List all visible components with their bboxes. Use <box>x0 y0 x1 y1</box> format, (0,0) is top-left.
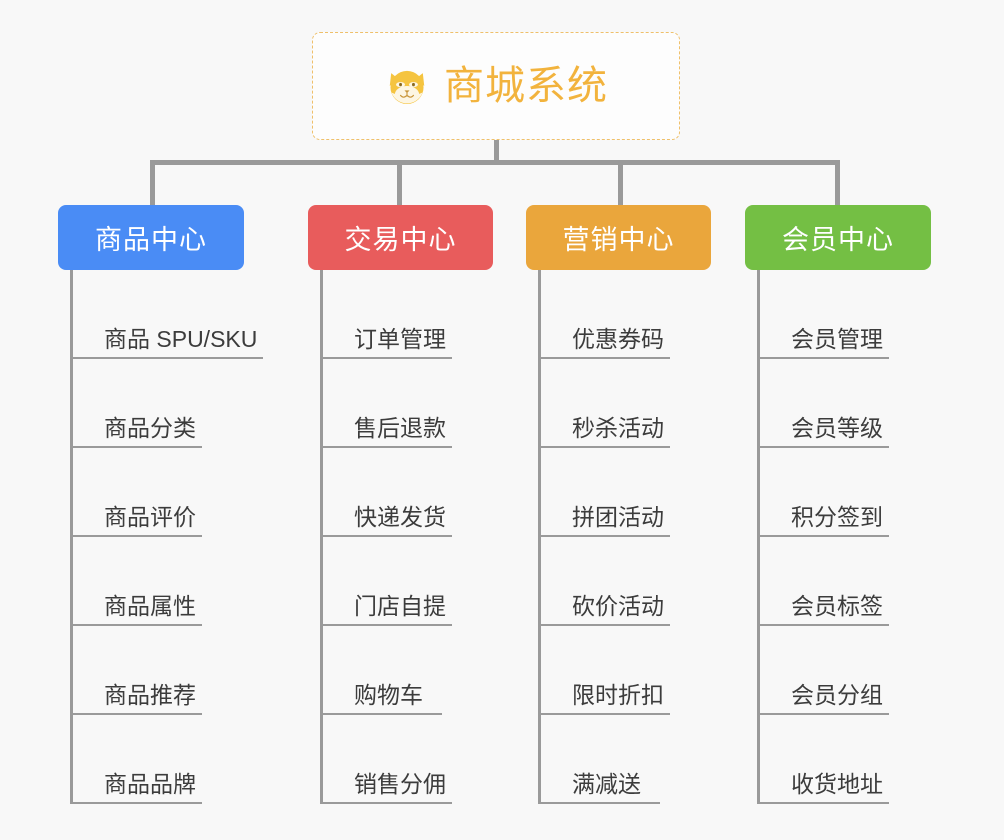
leaf-label: 销售分佣 <box>354 770 446 797</box>
branch-body-2: 订单管理 售后退款 快递发货 门店自提 购物车 销售分佣 <box>308 270 493 804</box>
list-item[interactable]: 收货地址 <box>745 715 931 804</box>
leaf-label: 购物车 <box>354 681 423 708</box>
list-item[interactable]: 商品推荐 <box>58 626 244 715</box>
branch-header-label-1: 商品中心 <box>95 225 207 255</box>
leaf-label: 砍价活动 <box>572 592 664 619</box>
root-title: 商城系统 <box>444 64 608 108</box>
branch-column-1: 商品中心 商品 SPU/SKU 商品分类 商品评价 商品属性 商品推荐 商品品牌 <box>58 205 264 804</box>
leaf-label: 会员等级 <box>791 414 883 441</box>
list-item[interactable]: 订单管理 <box>308 270 493 359</box>
list-item[interactable]: 售后退款 <box>308 359 493 448</box>
leaf-label: 快递发货 <box>354 503 446 530</box>
leaf-label: 满减送 <box>572 770 641 797</box>
branch-header-2[interactable]: 交易中心 <box>308 205 493 270</box>
connector-root-stem <box>494 140 499 164</box>
leaf-label: 优惠券码 <box>572 325 664 352</box>
list-item[interactable]: 秒杀活动 <box>526 359 711 448</box>
branch-body-1: 商品 SPU/SKU 商品分类 商品评价 商品属性 商品推荐 商品品牌 <box>58 270 264 804</box>
leaf-label: 积分签到 <box>791 503 883 530</box>
list-item[interactable]: 满减送 <box>526 715 711 804</box>
list-item[interactable]: 商品评价 <box>58 448 244 537</box>
list-item[interactable]: 限时折扣 <box>526 626 711 715</box>
connector-drop-2 <box>397 160 402 207</box>
branch-column-3: 营销中心 优惠券码 秒杀活动 拼团活动 砍价活动 限时折扣 满减送 <box>526 205 711 804</box>
connector-drop-1 <box>150 160 155 207</box>
leaf-label: 商品评价 <box>104 503 196 530</box>
list-item[interactable]: 积分签到 <box>745 448 931 537</box>
leaf-label: 会员标签 <box>791 592 883 619</box>
shiba-dog-face-icon <box>384 63 430 109</box>
list-item[interactable]: 商品分类 <box>58 359 244 448</box>
branch-spine-4 <box>757 270 760 804</box>
list-item[interactable]: 商品属性 <box>58 537 244 626</box>
leaf-label: 商品 SPU/SKU <box>104 325 258 352</box>
list-item[interactable]: 商品品牌 <box>58 715 244 804</box>
leaf-label: 商品分类 <box>104 414 196 441</box>
branch-header-4[interactable]: 会员中心 <box>745 205 931 270</box>
list-item[interactable]: 购物车 <box>308 626 493 715</box>
list-item[interactable]: 拼团活动 <box>526 448 711 537</box>
list-item[interactable]: 会员管理 <box>745 270 931 359</box>
list-item[interactable]: 商品 SPU/SKU <box>58 270 264 359</box>
leaf-label: 门店自提 <box>354 592 446 619</box>
branch-header-label-3: 营销中心 <box>562 225 675 255</box>
connector-bus <box>150 160 840 165</box>
list-item[interactable]: 会员分组 <box>745 626 931 715</box>
leaf-label: 限时折扣 <box>572 681 664 708</box>
leaf-label: 订单管理 <box>354 325 446 352</box>
list-item[interactable]: 会员等级 <box>745 359 931 448</box>
branch-body-4: 会员管理 会员等级 积分签到 会员标签 会员分组 收货地址 <box>745 270 931 804</box>
connector-drop-3 <box>618 160 623 207</box>
root-node-content: 商城系统 <box>384 63 608 109</box>
root-node[interactable]: 商城系统 <box>312 32 680 140</box>
list-item[interactable]: 会员标签 <box>745 537 931 626</box>
list-item[interactable]: 优惠券码 <box>526 270 711 359</box>
branch-spine-3 <box>538 270 541 804</box>
leaf-label: 商品品牌 <box>104 770 196 797</box>
list-item[interactable]: 砍价活动 <box>526 537 711 626</box>
branch-column-2: 交易中心 订单管理 售后退款 快递发货 门店自提 购物车 销售分佣 <box>308 205 493 804</box>
leaf-label: 秒杀活动 <box>572 414 664 441</box>
leaf-label: 商品属性 <box>104 592 196 619</box>
branch-header-label-2: 交易中心 <box>344 225 457 255</box>
branch-spine-2 <box>320 270 323 804</box>
leaf-label: 商品推荐 <box>104 681 196 708</box>
branch-spine-1 <box>70 270 73 804</box>
list-item[interactable]: 门店自提 <box>308 537 493 626</box>
leaf-label: 拼团活动 <box>572 503 664 530</box>
leaf-list-2: 订单管理 售后退款 快递发货 门店自提 购物车 销售分佣 <box>308 270 493 804</box>
branch-body-3: 优惠券码 秒杀活动 拼团活动 砍价活动 限时折扣 满减送 <box>526 270 711 804</box>
list-item[interactable]: 销售分佣 <box>308 715 493 804</box>
connector-drop-4 <box>835 160 840 207</box>
leaf-label: 售后退款 <box>354 414 446 441</box>
leaf-label: 会员管理 <box>791 325 883 352</box>
leaf-label: 收货地址 <box>791 770 883 797</box>
leaf-label: 会员分组 <box>791 681 883 708</box>
leaf-list-4: 会员管理 会员等级 积分签到 会员标签 会员分组 收货地址 <box>745 270 931 804</box>
branch-header-1[interactable]: 商品中心 <box>58 205 244 270</box>
leaf-list-3: 优惠券码 秒杀活动 拼团活动 砍价活动 限时折扣 满减送 <box>526 270 711 804</box>
leaf-list-1: 商品 SPU/SKU 商品分类 商品评价 商品属性 商品推荐 商品品牌 <box>58 270 264 804</box>
branch-header-3[interactable]: 营销中心 <box>526 205 711 270</box>
list-item[interactable]: 快递发货 <box>308 448 493 537</box>
branch-header-label-4: 会员中心 <box>782 225 894 255</box>
branch-column-4: 会员中心 会员管理 会员等级 积分签到 会员标签 会员分组 收货地址 <box>745 205 931 804</box>
